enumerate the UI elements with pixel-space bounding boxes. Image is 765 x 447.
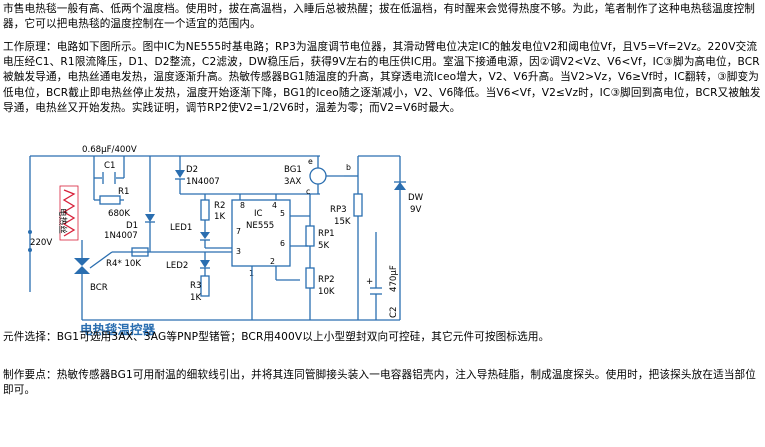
d1-label: D1: [126, 221, 138, 231]
schematic-caption: 电热毯温控器: [80, 322, 156, 337]
rp1-label: RP1: [318, 229, 335, 239]
bg1-transistor: [309, 167, 327, 185]
pin8-label: 8: [240, 201, 245, 210]
d2-label: D2: [186, 165, 198, 175]
intro-paragraph: 市售电热毯一般有高、低两个温度档。使用时，拔在高温档，入睡后总被热醒；拔在低温档…: [3, 3, 756, 31]
pin2-label: 2: [270, 257, 275, 266]
pin4-label: 4: [272, 201, 277, 210]
r1-value: 680K: [108, 209, 130, 219]
rp3-value: 15K: [334, 217, 351, 227]
heater-element: [62, 189, 76, 237]
c1-value-label: 0.68μF/400V: [82, 145, 137, 155]
d2-part: 1N4007: [186, 177, 220, 187]
r2-label: R2: [214, 201, 225, 211]
r4-resistor: [131, 247, 149, 257]
r3-value: 1K: [190, 293, 201, 303]
circuit-schematic: 电热丝 220V 0.68μF/400V C1 R1 680K D1 1N400…: [28, 145, 424, 337]
r3-resistor: [200, 275, 210, 297]
bg1-label: BG1: [284, 165, 302, 175]
rp1-potentiometer: [305, 225, 315, 247]
c1-label: C1: [104, 161, 115, 171]
r2-value: 1K: [214, 212, 225, 222]
dw-value: 9V: [410, 205, 421, 215]
dw-label: DW: [408, 193, 424, 203]
d1-diode: [145, 214, 155, 222]
bcr-triac: [74, 258, 90, 266]
r2-resistor: [200, 199, 210, 221]
mains-label: 220V: [30, 238, 52, 248]
bg1-e-label: e: [308, 157, 313, 166]
heater-box: [59, 185, 79, 241]
pin7-label: 7: [236, 227, 241, 236]
principle-paragraph: 工作原理：电路如下图所示。图中IC为NE555时基电路；RP3为温度调节电位器，…: [3, 41, 761, 114]
rp2-value: 10K: [318, 287, 335, 297]
pin6-label: 6: [280, 239, 285, 248]
pin3-label: 3: [236, 247, 241, 256]
led1: [200, 232, 210, 239]
heater-label: 电热丝: [57, 208, 69, 234]
c2-label: C2: [389, 307, 399, 318]
bcr-label: BCR: [90, 283, 108, 293]
c2-plus: +: [366, 277, 373, 287]
assembly-paragraph: 制作要点：热敏传感器BG1可用耐温的细软线引出，并将其连同管脚接头装入一电容器铝…: [3, 369, 757, 397]
bg1-b-label: b: [346, 163, 351, 172]
rp1-value: 5K: [318, 241, 329, 251]
pin5-label: 5: [280, 209, 285, 218]
d1-part: 1N4007: [104, 231, 138, 241]
rp2-label: RP2: [318, 275, 335, 285]
led1-label: LED1: [170, 223, 192, 233]
ic-ne555: [231, 199, 291, 267]
led2: [200, 260, 210, 268]
r4-label: R4* 10K: [106, 259, 141, 269]
c2-value: 470μF: [389, 265, 399, 292]
r1-resistor: [99, 195, 121, 205]
bg1-part: 3AX: [284, 177, 301, 187]
r3-label: R3: [190, 281, 201, 291]
dw-zener: [394, 182, 406, 190]
rp3-label: RP3: [330, 205, 347, 215]
components-paragraph: 元件选择：BG1可选用3AX、3AG等PNP型锗管；BCR用400V以上小型塑封…: [3, 331, 550, 343]
r1-label: R1: [118, 187, 129, 197]
ic-label: IC: [254, 209, 263, 219]
led2-label: LED2: [166, 261, 188, 271]
rp2-potentiometer: [305, 267, 315, 289]
bg1-c-label: c: [306, 187, 310, 196]
ic-part: NE555: [246, 221, 274, 231]
d2-diode: [175, 170, 185, 178]
rp3-potentiometer: [353, 193, 363, 217]
